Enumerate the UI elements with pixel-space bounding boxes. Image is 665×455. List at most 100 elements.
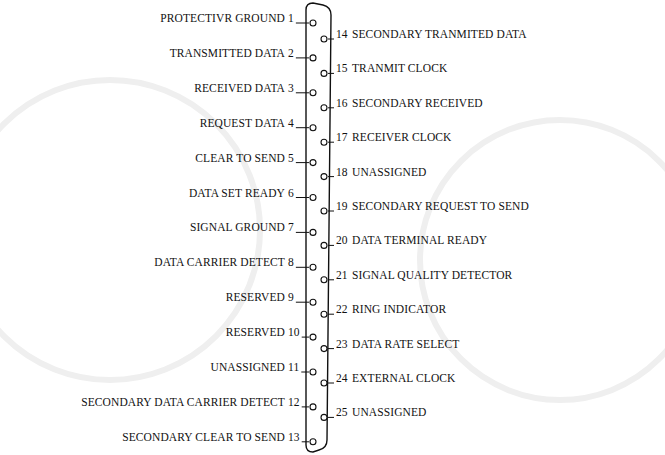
signal-name: SECONDARY RECEIVED	[352, 96, 483, 110]
leader-line	[328, 73, 334, 74]
pin-number: 25	[336, 405, 348, 419]
signal-name: DATA TERMINAL READY	[352, 233, 487, 247]
pin-contact	[321, 208, 327, 214]
signal-name: RECEIVED DATA	[194, 81, 285, 95]
pin-number: 23	[336, 337, 348, 351]
pin-number: 17	[336, 130, 348, 144]
pin-number: 18	[336, 165, 348, 179]
watermark-seal	[420, 120, 665, 400]
leader-line	[301, 372, 309, 373]
leader-line	[328, 417, 334, 418]
pin-contact	[321, 174, 327, 180]
pin-contact	[321, 311, 327, 317]
leader-line	[328, 107, 334, 108]
pin-number: 7	[288, 220, 294, 234]
pin-number: 10	[288, 325, 300, 339]
pin-contact	[310, 264, 316, 270]
pin-number: 2	[288, 46, 294, 60]
leader-line	[296, 197, 309, 198]
pin-contact	[321, 36, 327, 42]
pin-number: 21	[336, 268, 348, 282]
pin-number: 13	[288, 430, 300, 444]
pin-contact	[310, 195, 316, 201]
pin-contact	[310, 404, 316, 410]
pin-number: 11	[288, 360, 299, 374]
pin-number: 14	[336, 27, 348, 41]
signal-name: RESERVED	[226, 290, 285, 304]
pin-contact	[310, 90, 316, 96]
signal-name: UNASSIGNED	[352, 165, 426, 179]
leader-line	[302, 337, 309, 338]
pin-contact	[321, 346, 327, 352]
pin-contact	[321, 242, 327, 248]
pin-contact	[310, 299, 316, 305]
leader-line	[328, 142, 334, 143]
leader-line	[296, 92, 309, 93]
leader-line	[296, 232, 309, 233]
leader-line	[296, 267, 309, 268]
signal-name: CLEAR TO SEND	[195, 151, 285, 165]
pin-contact	[310, 55, 316, 61]
leader-line	[296, 57, 309, 58]
pin-number: 15	[336, 61, 348, 75]
signal-name: SIGNAL GROUND	[190, 220, 285, 234]
leader-line	[302, 441, 309, 442]
pin-contact	[321, 105, 327, 111]
signal-name: DATA SET READY	[189, 186, 285, 200]
pin-contact	[321, 139, 327, 145]
pin-contact	[310, 369, 316, 375]
signal-name: EXTERNAL CLOCK	[352, 371, 456, 385]
pin-contact	[310, 20, 316, 26]
pin-number: 16	[336, 96, 348, 110]
signal-name: SECONDARY REQUEST TO SEND	[352, 199, 529, 213]
leader-line	[328, 314, 334, 315]
pin-number: 4	[288, 116, 294, 130]
pin-number: 5	[288, 151, 294, 165]
pin-contact	[321, 277, 327, 283]
leader-line	[328, 383, 334, 384]
leader-line	[296, 302, 309, 303]
signal-name: RESERVED	[226, 325, 285, 339]
leader-line	[328, 279, 334, 280]
signal-name: SECONDARY DATA CARRIER DETECT	[81, 395, 285, 409]
signal-name: TRANMIT CLOCK	[352, 61, 447, 75]
pin-contact	[310, 334, 316, 340]
signal-name: SECONDARY TRANMITED DATA	[352, 27, 527, 41]
pin-contact	[310, 160, 316, 166]
pin-contact	[321, 414, 327, 420]
pin-number: 24	[336, 371, 348, 385]
db25-shell	[306, 3, 331, 452]
signal-name: SIGNAL QUALITY DETECTOR	[352, 268, 512, 282]
leader-line	[302, 406, 309, 407]
signal-name: DATA RATE SELECT	[352, 337, 459, 351]
pin-contact	[310, 439, 316, 445]
pin-contact	[321, 380, 327, 386]
leader-line	[328, 39, 334, 40]
pin-number: 9	[288, 290, 294, 304]
pin-number: 8	[288, 255, 294, 269]
leader-line	[328, 211, 334, 212]
pin-number: 12	[288, 395, 300, 409]
signal-name: UNASSIGNED	[211, 360, 285, 374]
leader-line	[328, 348, 334, 349]
leader-line	[296, 127, 309, 128]
signal-name: RING INDICATOR	[352, 302, 446, 316]
pin-number: 20	[336, 233, 348, 247]
signal-name: PROTECTIVR GROUND	[160, 11, 285, 25]
pin-number: 19	[336, 199, 348, 213]
pin-number: 3	[288, 81, 294, 95]
leader-line	[328, 245, 334, 246]
signal-name: SECONDARY CLEAR TO SEND	[122, 430, 285, 444]
pin-number: 6	[288, 186, 294, 200]
signal-name: DATA CARRIER DETECT	[154, 255, 285, 269]
pin-contact	[310, 229, 316, 235]
leader-line	[296, 162, 309, 163]
pin-contact	[310, 125, 316, 131]
signal-name: TRANSMITTED DATA	[170, 46, 285, 60]
pin-contact	[321, 70, 327, 76]
pin-number: 22	[336, 302, 348, 316]
leader-line	[296, 23, 309, 24]
leader-line	[328, 176, 334, 177]
